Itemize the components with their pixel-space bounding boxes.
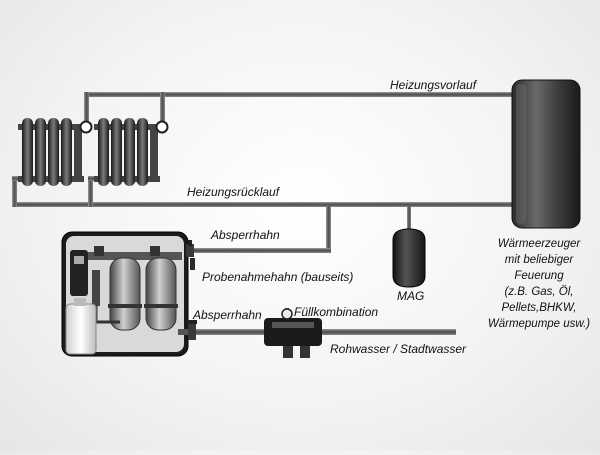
sample-valve-label: Probenahmehahn (bauseits)	[202, 270, 354, 284]
canister	[65, 298, 97, 355]
filling-combination	[264, 318, 322, 358]
raw-water-inlet	[178, 329, 188, 335]
heat-generator-line: mit beliebiger	[504, 254, 574, 266]
heat-generator-label: Wärmeerzeuger mit beliebiger Feuerung (z…	[478, 236, 600, 332]
radiator-left	[18, 118, 84, 186]
heat-generator	[511, 79, 581, 229]
pressure-gauge-icon	[281, 308, 293, 320]
raw-water-label: Rohwasser / Stadtwasser	[330, 342, 467, 356]
radiator-right	[94, 118, 160, 186]
heat-generator-line: Wärmepumpe usw.)	[487, 318, 591, 330]
return-label: Heizungsrücklauf	[187, 185, 280, 199]
fill-combination-label: Füllkombination	[294, 305, 379, 319]
connection-pipe	[186, 206, 331, 253]
supply-label: Heizungsvorlauf	[390, 78, 477, 92]
shutoff-valve-top	[186, 240, 194, 257]
heat-generator-line: (z.B. Gas, Öl,	[504, 286, 574, 298]
mag-label: MAG	[397, 289, 425, 303]
shutoff-valve-bottom	[187, 320, 197, 340]
radiator-right-valve-icon	[155, 120, 169, 134]
radiator-left-valve-icon	[79, 120, 93, 134]
valve-bottom-label: Absperrhahn	[193, 308, 262, 322]
heat-generator-line: Feuerung	[514, 270, 564, 282]
heat-generator-line: Wärmeerzeuger	[497, 238, 581, 250]
supply-pipe	[84, 92, 514, 127]
heat-generator-line: Pellets,BHKW,	[501, 302, 577, 314]
valve-top-label: Absperrhahn	[211, 228, 280, 242]
sample-valve	[190, 258, 195, 270]
expansion-vessel-mag	[392, 206, 426, 288]
